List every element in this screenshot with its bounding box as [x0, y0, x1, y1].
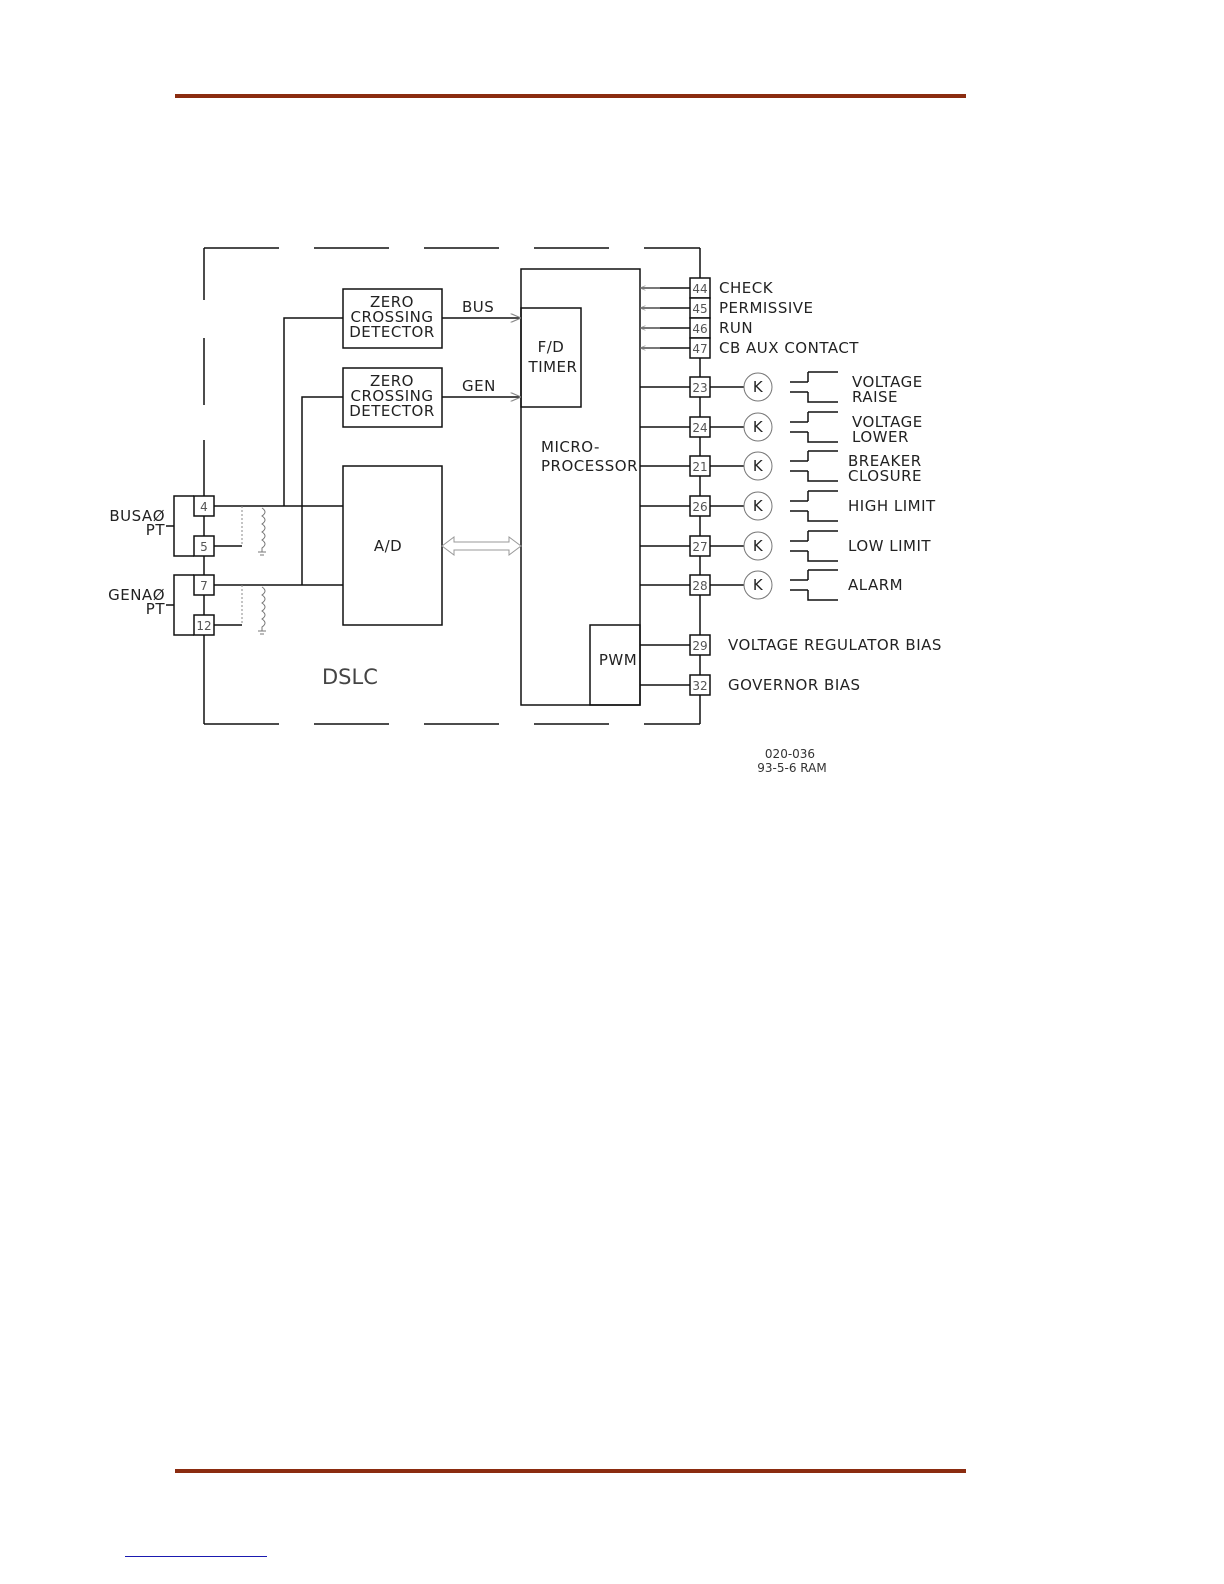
bias-output-29: 29 VOLTAGE REGULATOR BIAS — [640, 634, 942, 656]
zcd-bus-line3: DETECTOR — [349, 323, 435, 341]
svg-text:46: 46 — [692, 322, 707, 336]
fd-timer-line2: TIMER — [528, 358, 578, 376]
svg-text:32: 32 — [692, 679, 707, 693]
discrete-input-44: 44 CHECK — [640, 277, 774, 299]
svg-text:26: 26 — [692, 500, 707, 514]
gen-signal-label: GEN — [462, 377, 496, 395]
discrete-input-45: 45 PERMISSIVE — [640, 297, 814, 319]
discrete-input-47: 47 CB AUX CONTACT — [640, 337, 859, 359]
svg-text:K: K — [753, 378, 764, 396]
svg-text:K: K — [753, 457, 764, 475]
svg-text:LOW LIMIT: LOW LIMIT — [848, 537, 931, 555]
zcd-gen-line3: DETECTOR — [349, 402, 435, 420]
footer-link-underline[interactable] — [125, 1556, 267, 1557]
svg-text:21: 21 — [692, 460, 707, 474]
svg-text:4: 4 — [200, 500, 208, 514]
svg-text:CHECK: CHECK — [719, 279, 774, 297]
svg-text:K: K — [753, 497, 764, 515]
svg-text:K: K — [753, 418, 764, 436]
svg-text:29: 29 — [692, 639, 707, 653]
svg-text:K: K — [753, 537, 764, 555]
svg-text:GOVERNOR BIAS: GOVERNOR BIAS — [728, 676, 861, 694]
svg-text:47: 47 — [692, 342, 707, 356]
svg-text:PERMISSIVE: PERMISSIVE — [719, 299, 814, 317]
svg-text:28: 28 — [692, 579, 707, 593]
svg-text:VOLTAGE: VOLTAGE — [852, 413, 923, 431]
svg-text:K: K — [753, 576, 764, 594]
relay-output-26: 26 K HIGH LIMIT — [640, 490, 936, 522]
svg-text:HIGH LIMIT: HIGH LIMIT — [848, 497, 936, 515]
micro-line1: MICRO- — [541, 438, 600, 456]
svg-text:VOLTAGE REGULATOR BIAS: VOLTAGE REGULATOR BIAS — [728, 636, 942, 654]
svg-text:LOWER: LOWER — [852, 428, 909, 446]
ad-label: A/D — [374, 537, 402, 555]
drawing-date: 93-5-6 RAM — [757, 761, 826, 775]
header-rule — [175, 94, 966, 98]
svg-text:23: 23 — [692, 381, 707, 395]
data-bus-arrow — [441, 536, 522, 556]
micro-line2: PROCESSOR — [541, 457, 638, 475]
svg-text:27: 27 — [692, 540, 707, 554]
svg-text:5: 5 — [200, 540, 208, 554]
svg-text:44: 44 — [692, 282, 707, 296]
svg-text:24: 24 — [692, 421, 707, 435]
drawing-number: 020-036 — [765, 747, 815, 761]
bus-pt-label-1: BUSAØ — [109, 507, 165, 525]
svg-text:45: 45 — [692, 302, 707, 316]
bus-pt-label-2: PT — [146, 521, 166, 539]
gen-pt-label-2: PT — [146, 600, 166, 618]
microprocessor — [520, 268, 641, 706]
footer-rule — [175, 1469, 966, 1473]
gen-pt-label-1: GENAØ — [108, 586, 165, 604]
zcd-gen-line2: CROSSING — [350, 387, 433, 405]
bus-signal-label: BUS — [462, 298, 494, 316]
relay-output-27: 27 K LOW LIMIT — [640, 530, 931, 562]
svg-text:ALARM: ALARM — [848, 576, 903, 594]
svg-text:BREAKER: BREAKER — [848, 452, 922, 470]
relay-output-24: 24 K VOLTAGE LOWER — [640, 411, 923, 446]
pt-transformer-coils — [258, 507, 266, 635]
relay-output-21: 21 K BREAKER CLOSURE — [640, 450, 922, 485]
svg-text:CB AUX CONTACT: CB AUX CONTACT — [719, 339, 859, 357]
zcd-bus-line2: CROSSING — [350, 308, 433, 326]
relay-output-23: 23 K VOLTAGE RAISE — [640, 371, 923, 406]
svg-text:12: 12 — [196, 619, 211, 633]
fd-timer-line1: F/D — [538, 338, 565, 356]
svg-text:RAISE: RAISE — [852, 388, 898, 406]
dslc-label: DSLC — [322, 665, 378, 689]
discrete-input-46: 46 RUN — [640, 317, 753, 339]
zcd-gen-line1: ZERO — [370, 372, 414, 390]
bias-output-32: 32 GOVERNOR BIAS — [640, 674, 861, 696]
bus-pt-terminals: 4 5 — [193, 495, 215, 557]
gen-pt-terminals: 7 12 — [193, 574, 215, 636]
svg-text:VOLTAGE: VOLTAGE — [852, 373, 923, 391]
svg-text:7: 7 — [200, 579, 208, 593]
pwm-label: PWM — [599, 651, 637, 669]
pwm-block — [589, 624, 641, 706]
fd-timer — [520, 307, 582, 408]
svg-text:CLOSURE: CLOSURE — [848, 467, 922, 485]
zcd-bus-line1: ZERO — [370, 293, 414, 311]
pt-wiring — [166, 317, 343, 636]
relay-output-28: 28 K ALARM — [640, 569, 903, 601]
svg-text:RUN: RUN — [719, 319, 753, 337]
